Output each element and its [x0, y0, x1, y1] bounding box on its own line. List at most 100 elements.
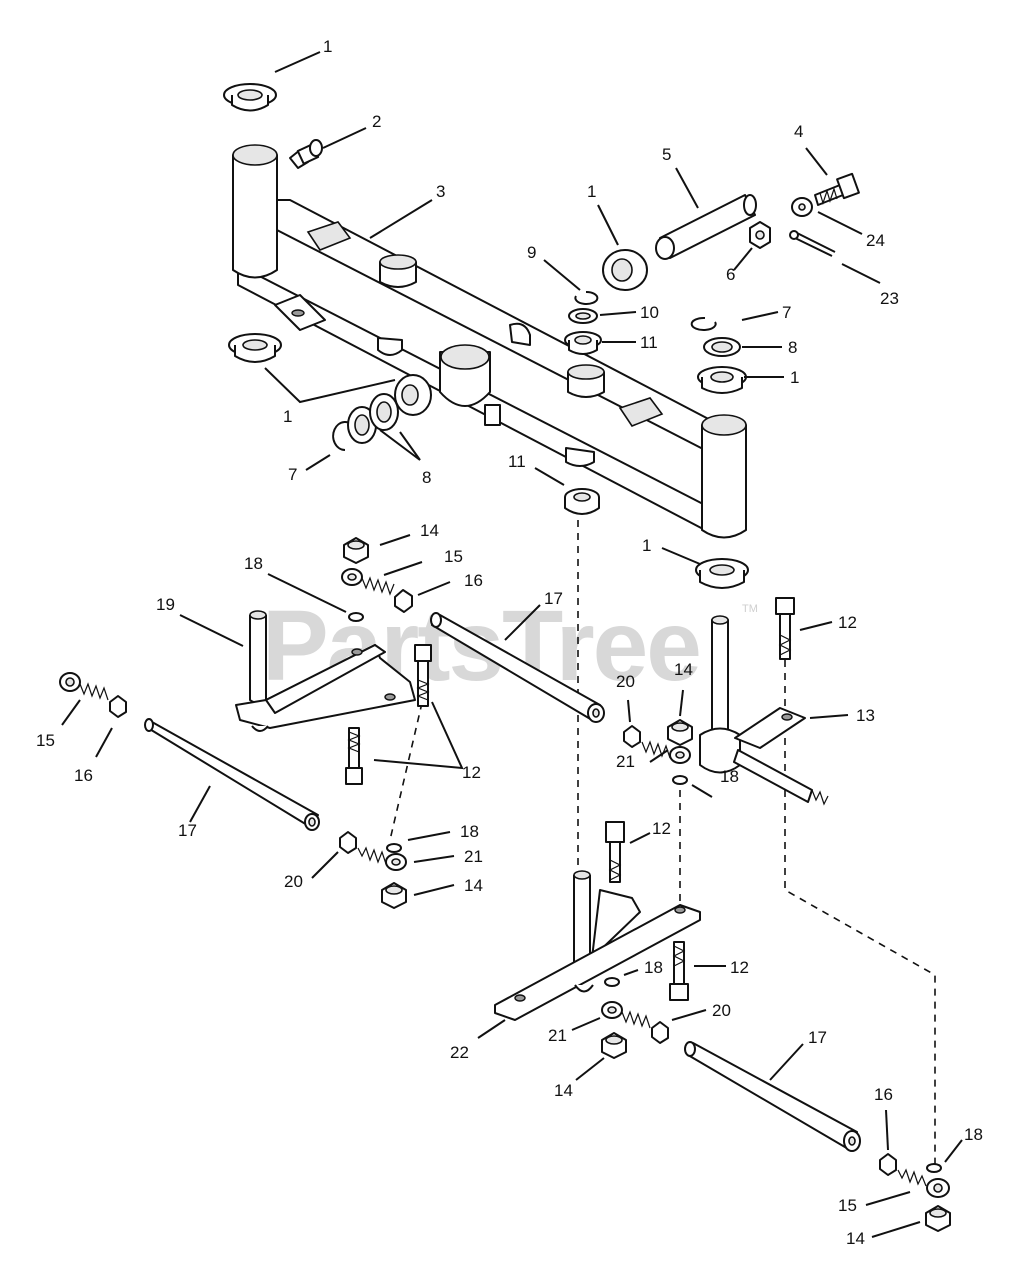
- callout-10: 10: [640, 303, 659, 322]
- callout-1: 1: [587, 182, 596, 201]
- axle-beam: [232, 144, 747, 539]
- callout-18: 18: [244, 554, 263, 573]
- bushing-1-right: [697, 366, 747, 394]
- callout-7: 7: [288, 465, 297, 484]
- washer-18-b: [386, 843, 402, 853]
- callout-12: 12: [838, 613, 857, 632]
- bushing-11-bottom: [564, 488, 600, 515]
- callout-16: 16: [74, 766, 93, 785]
- bolt-12-right: [775, 597, 795, 660]
- watermark-tm: TM: [742, 603, 758, 615]
- callout-14: 14: [674, 660, 693, 679]
- washer-24: [791, 197, 813, 217]
- rod-end-15-left: [59, 672, 127, 718]
- washer-8-left: [347, 393, 399, 444]
- rod-end-15-top: [341, 568, 413, 613]
- rod-end-21-left: [339, 831, 407, 871]
- cotter-pin: [789, 230, 836, 257]
- bushing-1-center: [394, 374, 432, 416]
- callout-18: 18: [964, 1125, 983, 1144]
- bushing-1-top: [223, 83, 277, 112]
- bolt-12-center-top: [605, 821, 625, 883]
- callout-21: 21: [616, 752, 635, 771]
- washer-18-a: [348, 612, 364, 622]
- callout-15: 15: [444, 547, 463, 566]
- callout-8: 8: [788, 338, 797, 357]
- callout-5: 5: [662, 145, 671, 164]
- nut-6: [749, 221, 771, 249]
- callout-21: 21: [464, 847, 483, 866]
- callout-14: 14: [464, 876, 483, 895]
- rod-end-21-bottom: [601, 1001, 669, 1044]
- spindle-13: [699, 615, 829, 806]
- callout-18: 18: [644, 958, 663, 977]
- locknut-14-left: [381, 882, 407, 909]
- callout-18: 18: [720, 767, 739, 786]
- callout-20: 20: [712, 1001, 731, 1020]
- tie-rod-17-middle: [430, 612, 605, 723]
- bolt-12-left-bottom: [345, 727, 363, 785]
- rod-end-15-bottom: [879, 1153, 950, 1198]
- callout-17: 17: [808, 1028, 827, 1047]
- callout-14: 14: [420, 521, 439, 540]
- callout-17: 17: [544, 589, 563, 608]
- washer-18-d: [604, 977, 620, 987]
- callout-9: 9: [527, 243, 536, 262]
- bushing-1-left: [228, 333, 282, 363]
- bolt-12-left-top: [414, 644, 432, 707]
- bushing-1-lower: [695, 558, 749, 589]
- callout-15: 15: [36, 731, 55, 750]
- callout-16: 16: [874, 1085, 893, 1104]
- callout-3: 3: [436, 182, 445, 201]
- steering-arm-19: [235, 610, 416, 732]
- callout-1: 1: [642, 536, 651, 555]
- washer-10: [568, 308, 598, 324]
- callout-4: 4: [794, 122, 803, 141]
- callout-12: 12: [462, 763, 481, 782]
- callout-14: 14: [846, 1229, 865, 1248]
- callout-19: 19: [156, 595, 175, 614]
- bushing-1-pin: [602, 249, 648, 291]
- locknut-14-bottom-center: [601, 1032, 627, 1059]
- callout-2: 2: [372, 112, 381, 131]
- callout-15: 15: [838, 1196, 857, 1215]
- tie-rod-17-bottom: [684, 1041, 861, 1152]
- callout-22: 22: [450, 1043, 469, 1062]
- locknut-14-middle: [667, 719, 693, 746]
- callout-18: 18: [460, 822, 479, 841]
- callout-12: 12: [730, 958, 749, 977]
- callout-1: 1: [323, 37, 332, 56]
- bushing-11-top: [564, 331, 602, 355]
- snap-ring-9: [574, 290, 599, 305]
- callout-20: 20: [284, 872, 303, 891]
- callout-6: 6: [726, 265, 735, 284]
- locknut-14-bottom-right: [925, 1205, 951, 1232]
- callout-14: 14: [554, 1081, 573, 1100]
- callout-12: 12: [652, 819, 671, 838]
- washer-18-c: [672, 775, 688, 785]
- callout-8: 8: [422, 468, 431, 487]
- bolt-4: [814, 172, 860, 206]
- callout-1: 1: [790, 368, 799, 387]
- leader-lines: [61, 51, 963, 1238]
- bolt-12-center-bottom: [669, 941, 689, 1001]
- snap-ring-7-right: [690, 316, 717, 331]
- rod-end-21-middle: [623, 725, 691, 764]
- callout-13: 13: [856, 706, 875, 725]
- washer-8-right: [703, 337, 741, 357]
- callout-23: 23: [880, 289, 899, 308]
- callout-24: 24: [866, 231, 885, 250]
- callout-20: 20: [616, 672, 635, 691]
- tie-rod-17-left: [144, 718, 320, 831]
- locknut-14-top: [343, 537, 369, 564]
- grease-fitting: [289, 139, 323, 169]
- callout-labels: 1 2 3 4 5 1 9 6 24 23 10 11 7 8 1 1 7 8 …: [36, 37, 983, 1248]
- callout-17: 17: [178, 821, 197, 840]
- callout-11: 11: [508, 452, 526, 471]
- callout-11: 11: [640, 333, 658, 352]
- callout-21: 21: [548, 1026, 567, 1045]
- pivot-bracket-22: [494, 870, 701, 1021]
- washer-18-e: [926, 1163, 942, 1173]
- callout-1: 1: [283, 407, 292, 426]
